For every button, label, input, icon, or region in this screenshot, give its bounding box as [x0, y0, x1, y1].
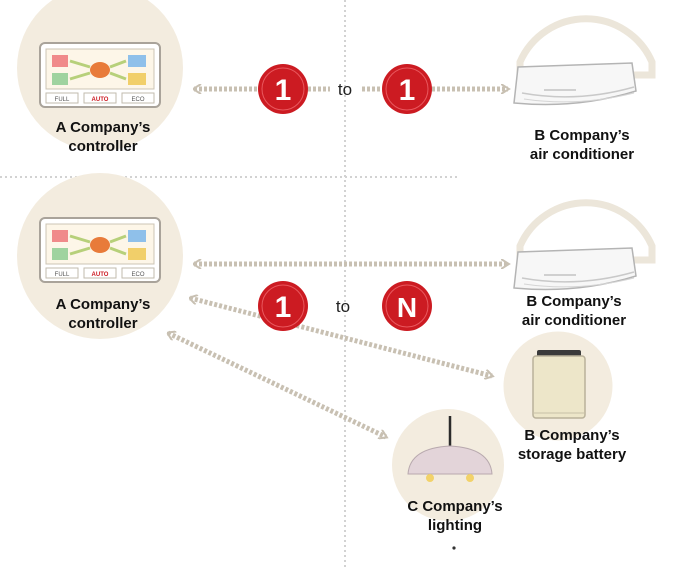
aircon-label-top-line2: air conditioner: [529, 146, 635, 163]
controller-button-eco: ECO: [131, 272, 144, 278]
battery-label-line1: B Company’s: [524, 427, 620, 444]
air-conditioner-icon-bottom: [513, 247, 637, 291]
badge-right-top: 1: [382, 64, 432, 114]
controller-label-bottom: A Company’s controller: [28, 295, 178, 333]
storage-battery-icon: [532, 350, 586, 419]
controller-button-auto: AUTO: [92, 97, 109, 103]
badge-left-bottom: 1: [258, 281, 308, 331]
aircon-label-bottom: B Company’s air conditioner: [494, 292, 654, 330]
controller-label-bottom-line2: controller: [68, 315, 138, 332]
bottom-connection-arrow-lighting: [168, 333, 386, 437]
aircon-circle-top: [516, 15, 656, 79]
aircon-label-bottom-line1: B Company’s: [526, 293, 622, 310]
connector-word-top: to: [338, 80, 352, 99]
controller-button-full: FULL: [55, 272, 70, 278]
controller-device-top: FULL AUTO ECO: [39, 42, 161, 108]
controller-button-full: FULL: [55, 97, 70, 103]
controller-device-bottom: FULL AUTO ECO: [39, 217, 161, 283]
controller-label-bottom-line1: A Company’s: [55, 296, 151, 313]
svg-text:N: N: [397, 292, 417, 323]
small-dot: [452, 546, 456, 550]
controller-button-auto: AUTO: [92, 272, 109, 278]
lighting-label-line2: lighting: [427, 517, 483, 534]
battery-label-line2: storage battery: [517, 446, 627, 463]
svg-text:1: 1: [275, 291, 292, 324]
badge-right-bottom: N: [382, 281, 432, 331]
aircon-label-bottom-line2: air conditioner: [521, 312, 627, 329]
lighting-label: C Company’s lighting: [380, 497, 530, 535]
air-conditioner-icon-top: [513, 62, 637, 106]
badge-left-top: 1: [258, 64, 308, 114]
aircon-circle-bottom: [516, 199, 656, 264]
controller-label-top-line1: A Company’s: [55, 119, 151, 136]
lighting-icon: [407, 416, 493, 482]
controller-button-eco: ECO: [131, 97, 144, 103]
connector-word-bottom: to: [336, 297, 350, 316]
aircon-label-top-line1: B Company’s: [534, 127, 630, 144]
svg-text:1: 1: [399, 74, 416, 107]
svg-text:1: 1: [275, 74, 292, 107]
controller-label-top: A Company’s controller: [28, 118, 178, 156]
aircon-label-top: B Company’s air conditioner: [502, 126, 662, 164]
battery-label: B Company’s storage battery: [492, 426, 652, 464]
controller-label-top-line2: controller: [68, 138, 138, 155]
lighting-label-line1: C Company’s: [407, 498, 503, 515]
